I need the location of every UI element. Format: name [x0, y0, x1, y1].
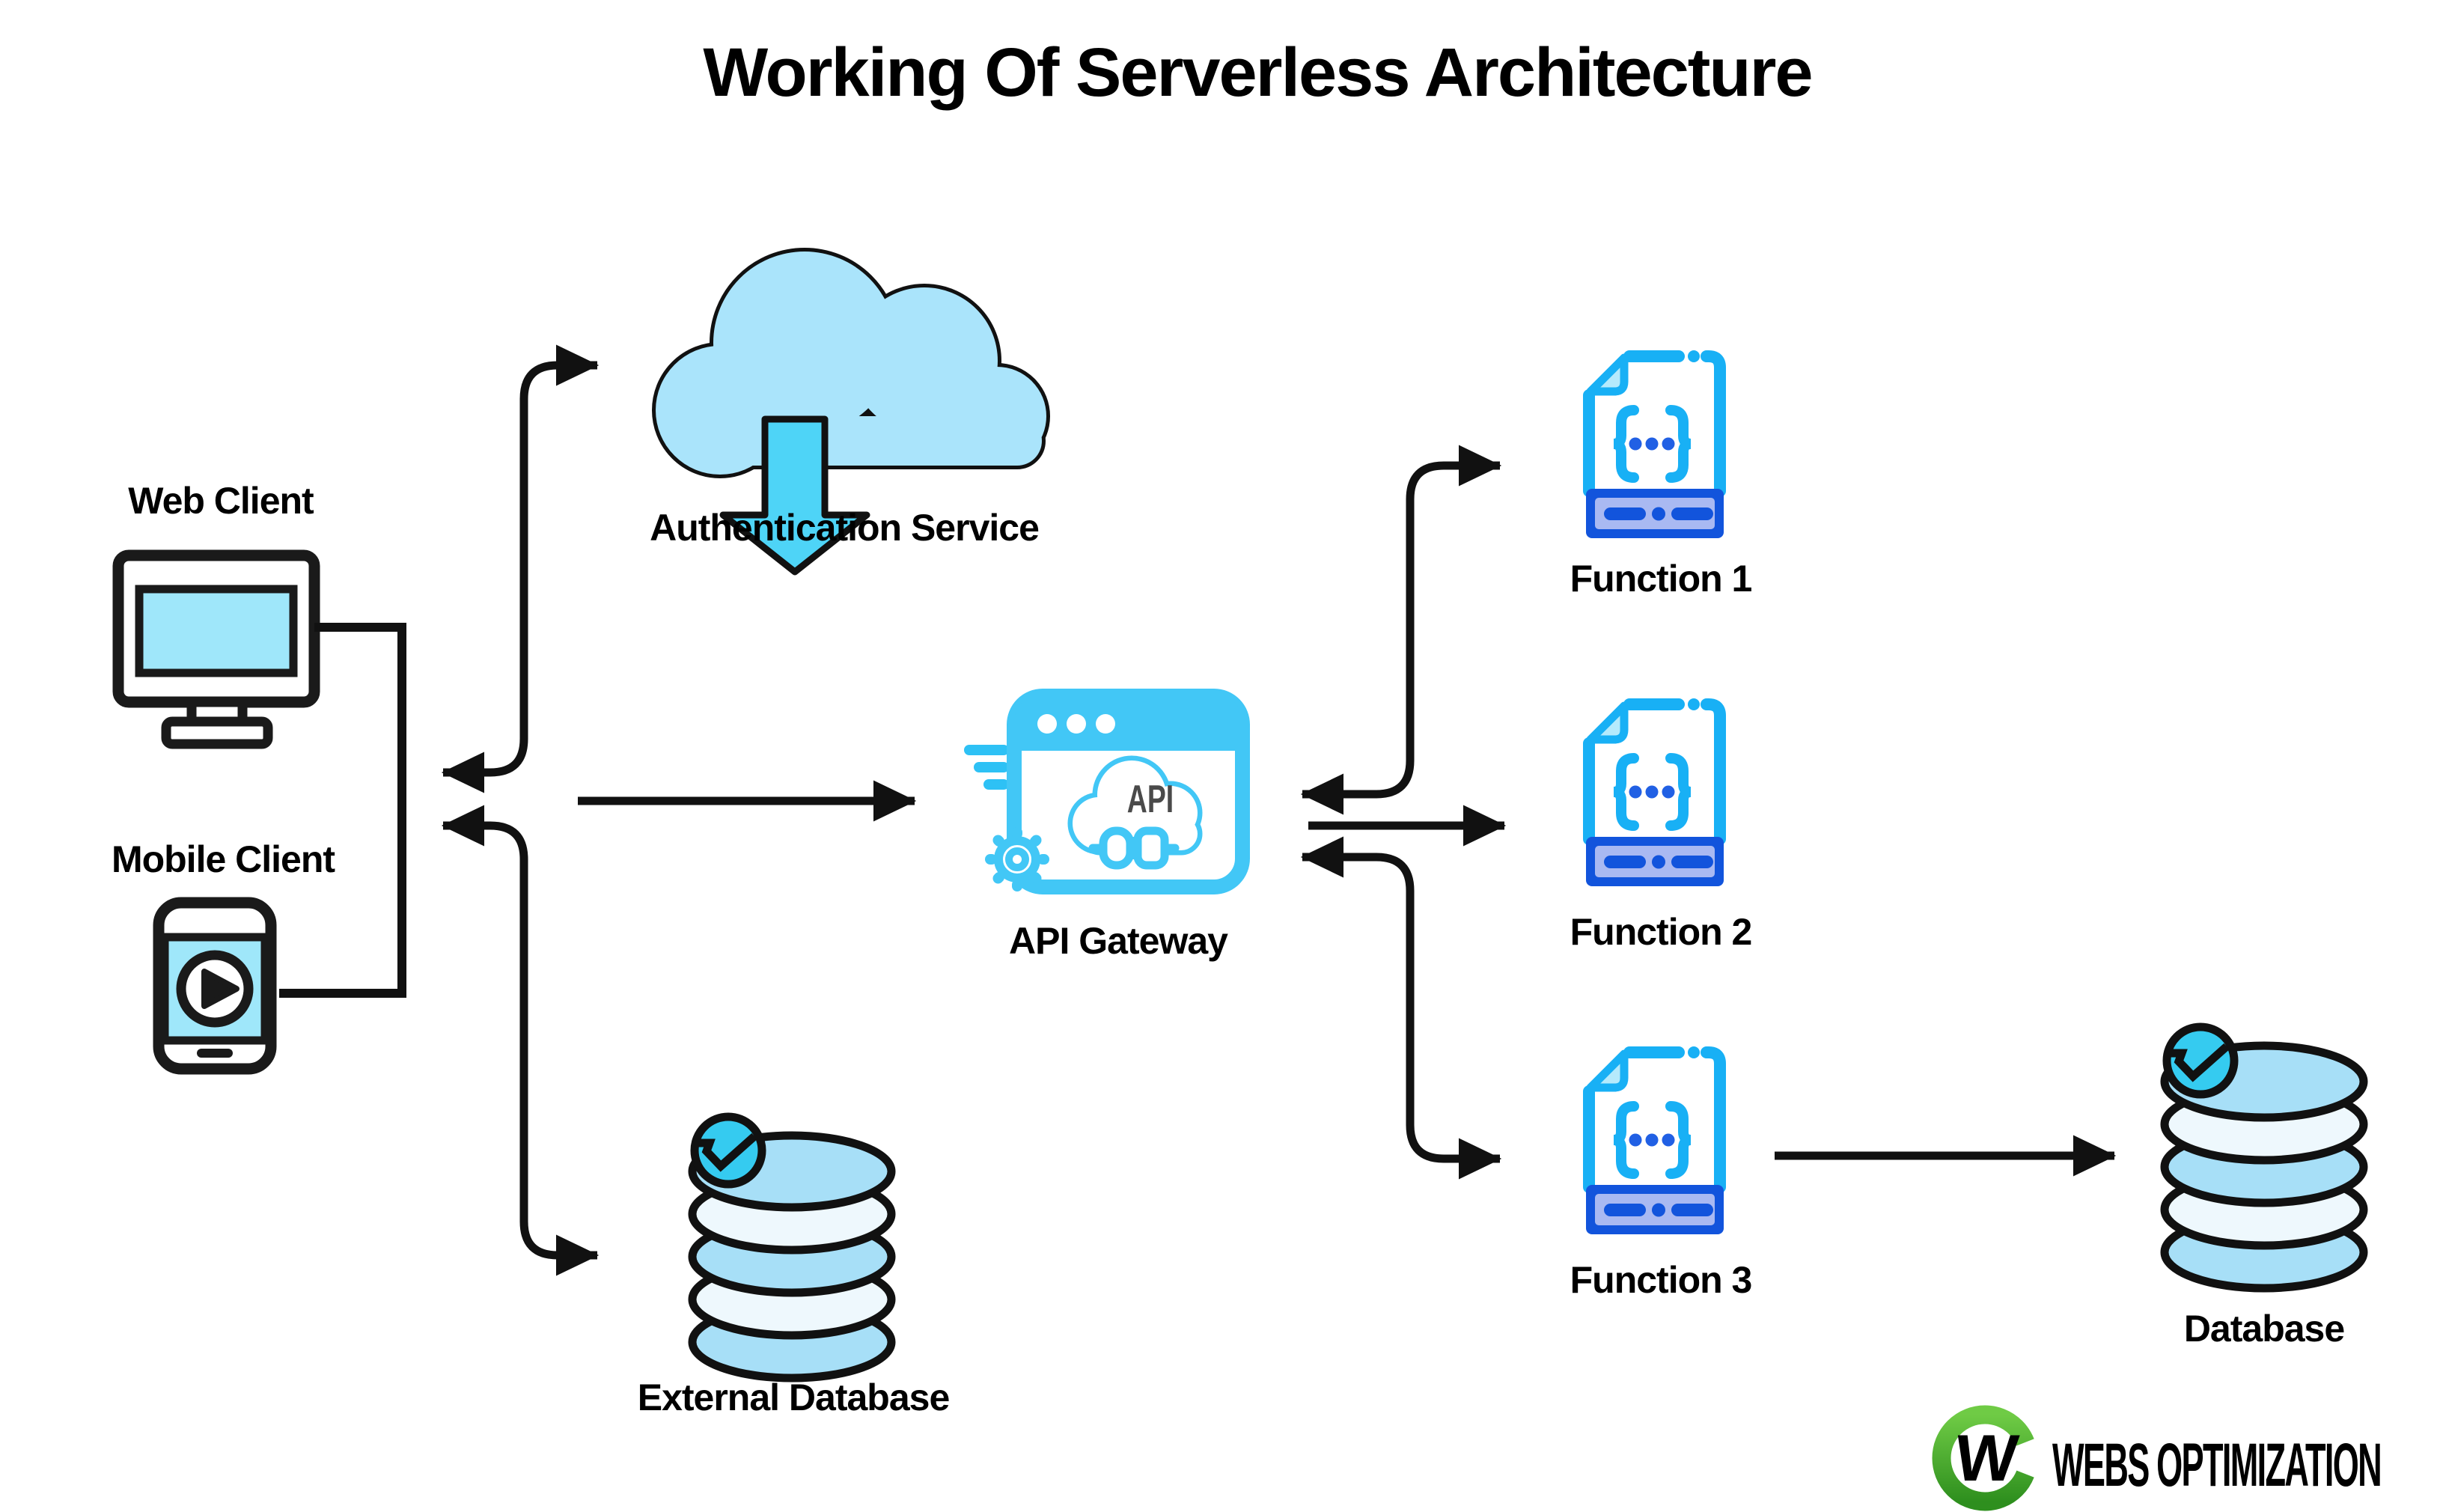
api-badge-text: API [1127, 777, 1174, 821]
gear-icon [985, 827, 1049, 891]
monitor-icon [112, 549, 320, 749]
download-arrow-icon [719, 415, 870, 576]
function-3-node: Function 3 [1570, 1046, 1752, 1301]
edge-api-gateway-function-3 [1300, 836, 1502, 1180]
mobile-client-node: Mobile Client [112, 838, 336, 1075]
clients-bracket-connector [279, 623, 406, 998]
database-label: Database [2184, 1308, 2345, 1350]
smartphone-icon [153, 897, 277, 1075]
external-database-label: External Database [638, 1377, 950, 1418]
plug-icon [1088, 826, 1180, 870]
code-file-icon [1586, 1046, 1724, 1234]
websoptimization-logo: W WEBS OPTIMIZATION [1932, 1405, 2382, 1511]
page-title: Working Of Serverless Architecture [703, 34, 1811, 111]
auth-service-label: Authentication Service [650, 507, 1039, 549]
function-2-label: Function 2 [1570, 911, 1752, 953]
logo-monogram: W [1951, 1421, 2022, 1495]
web-client-node: Web Client [112, 480, 320, 749]
edge-clients-auth-service [441, 344, 600, 793]
api-gateway-node: API API [964, 689, 1250, 962]
api-gateway-label: API Gateway [1009, 920, 1228, 962]
code-file-icon [1586, 350, 1724, 538]
function-2-node: Function 2 [1570, 698, 1752, 953]
database-node: Database [2165, 1027, 2364, 1350]
web-client-label: Web Client [128, 480, 314, 522]
api-gateway-icon: API [964, 689, 1250, 894]
logo-ring-icon: W [1932, 1405, 2054, 1511]
logo-text-webs: WEBS [2052, 1431, 2149, 1500]
external-database-node: External Database [638, 1117, 950, 1418]
edge-clients-external-database [441, 805, 600, 1276]
speed-lines-icon [964, 745, 1009, 790]
auth-service-node: Authentication Service [650, 248, 1050, 576]
database-icon [692, 1117, 891, 1378]
function-1-node: Function 1 [1570, 350, 1753, 600]
function-3-label: Function 3 [1570, 1259, 1752, 1301]
logo-text-optimization: OPTIMIZATION [2156, 1431, 2381, 1500]
database-icon [2165, 1027, 2364, 1288]
mobile-client-label: Mobile Client [112, 838, 335, 880]
edge-api-gateway-function-1 [1300, 445, 1502, 815]
function-1-label: Function 1 [1570, 558, 1752, 600]
cloud-icon [652, 248, 1050, 576]
edges [441, 344, 2117, 1276]
code-file-icon [1586, 698, 1724, 886]
